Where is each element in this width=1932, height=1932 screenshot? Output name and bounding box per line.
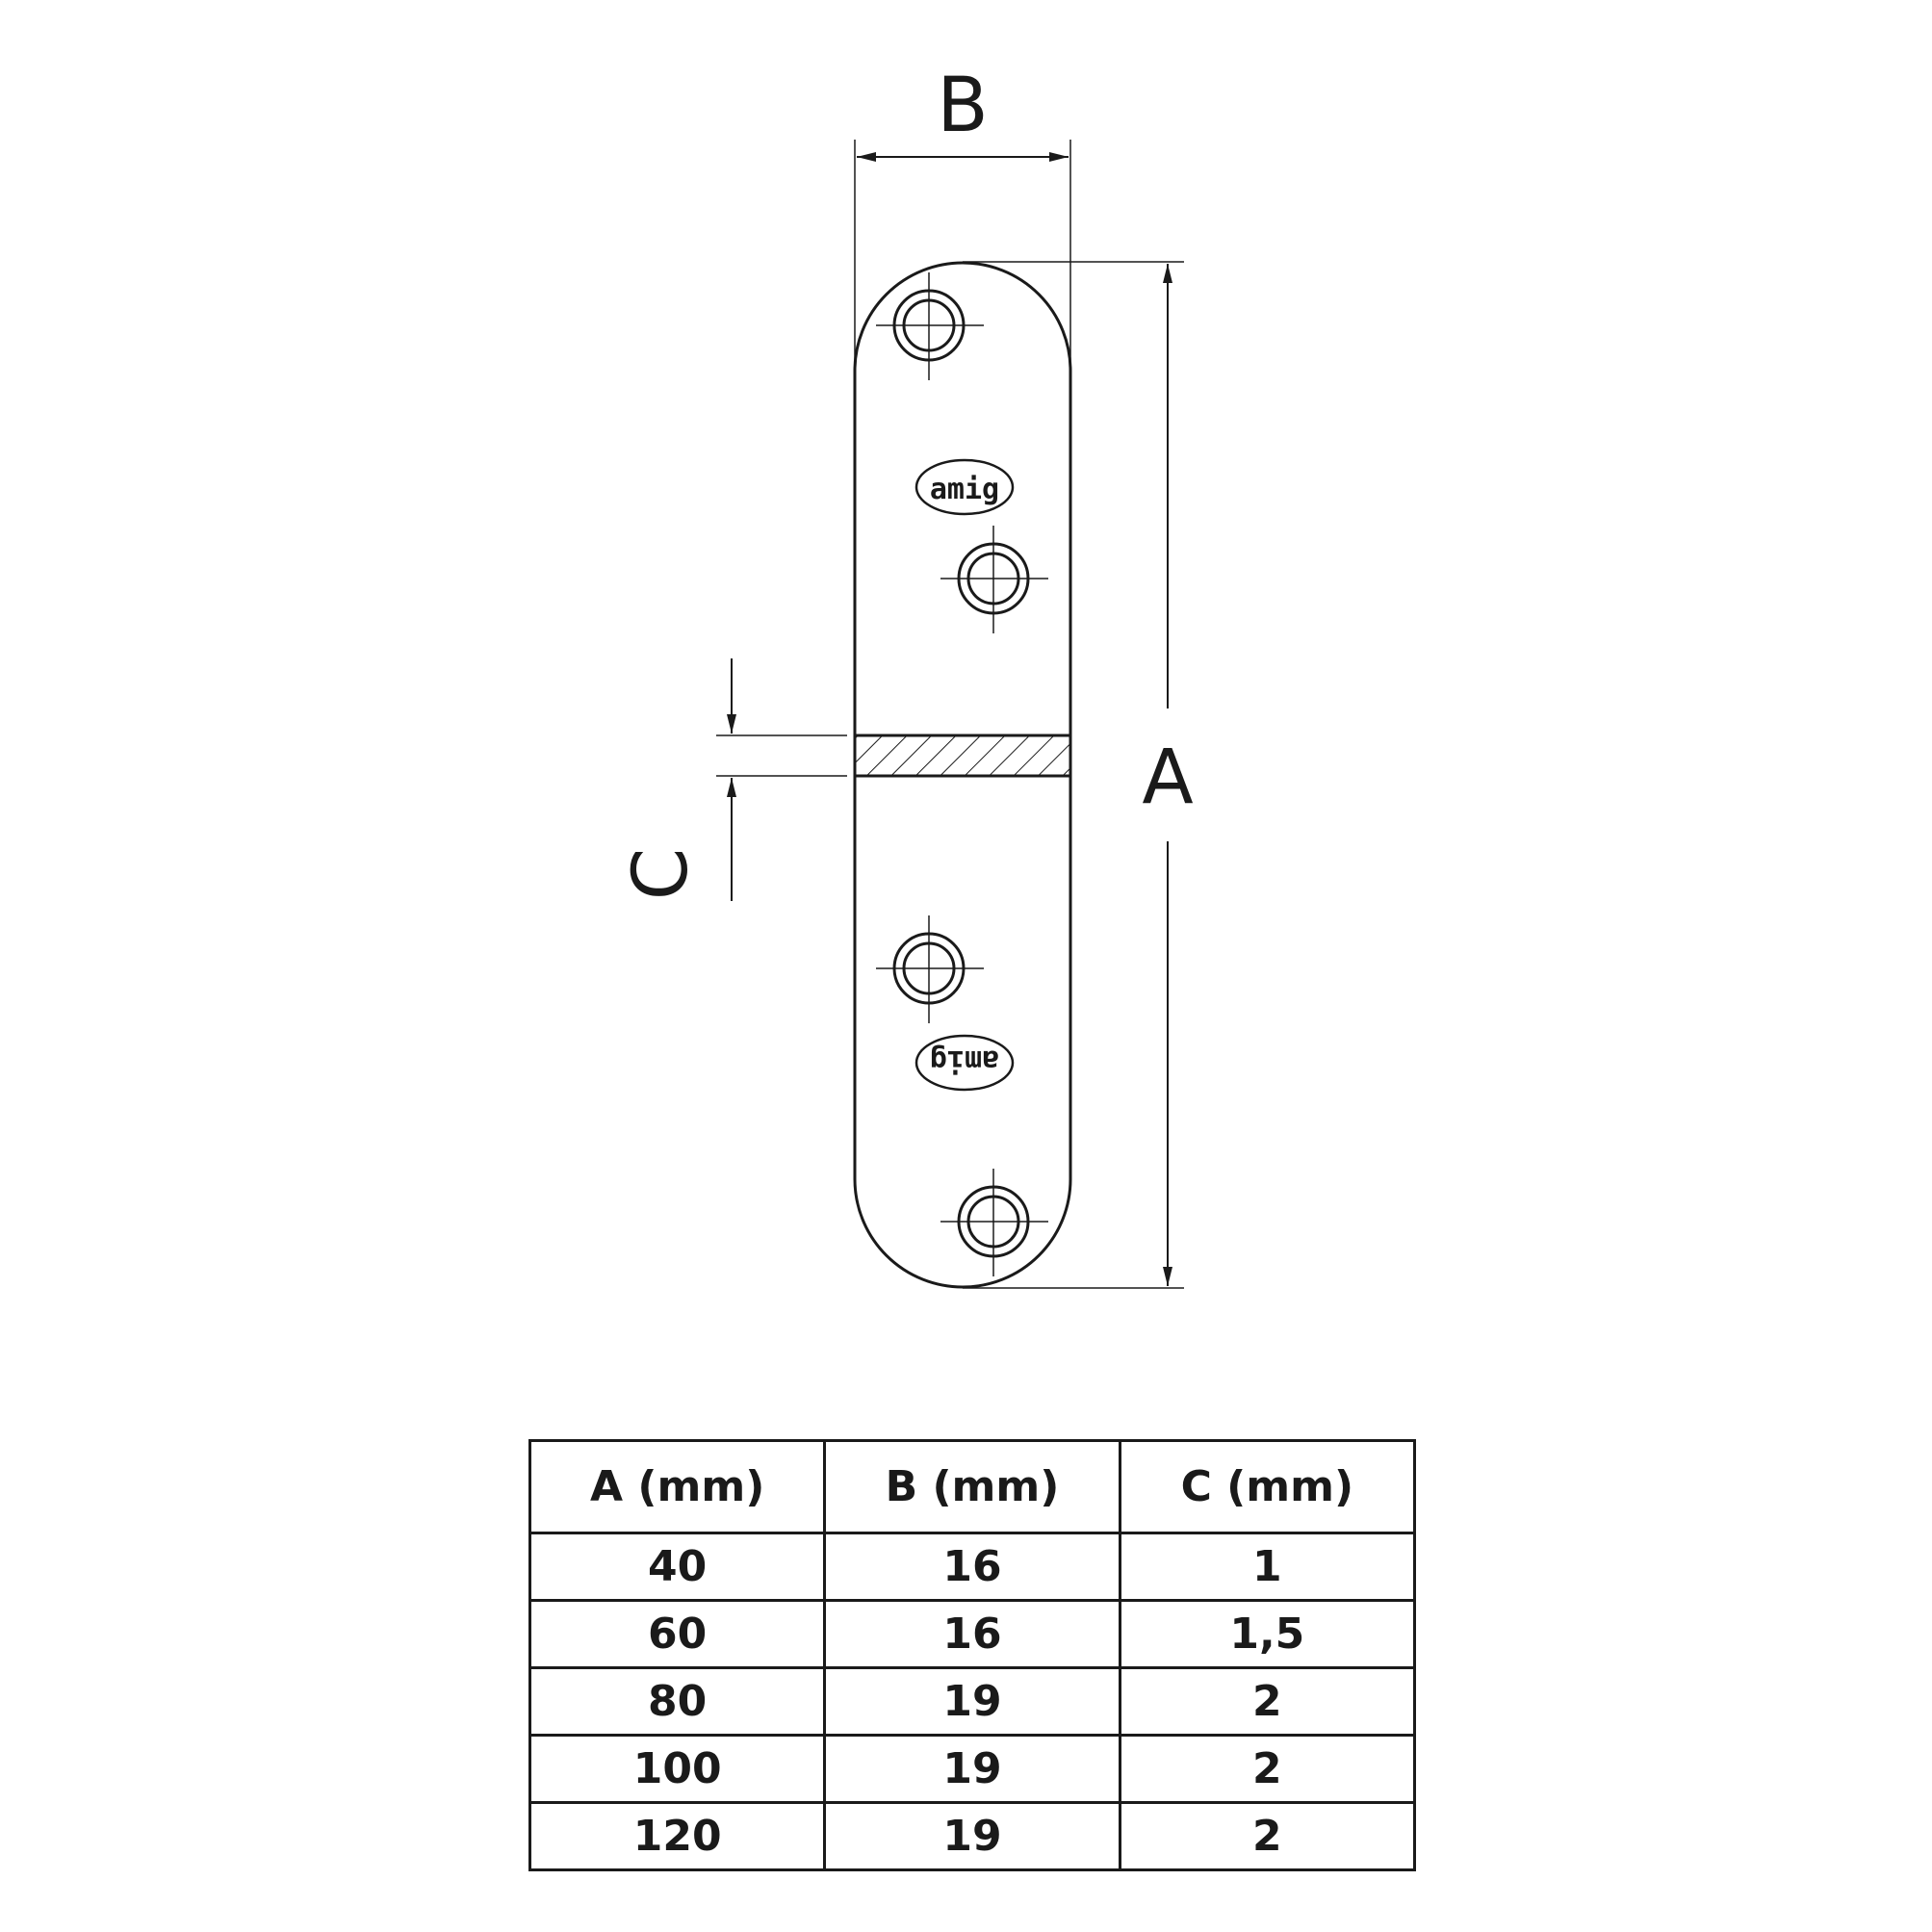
table-row: 60 16 1,5: [528, 1599, 1417, 1669]
table-header-row: A (mm) B (mm) C (mm): [528, 1439, 1417, 1534]
column-header-c: C (mm): [1118, 1439, 1417, 1534]
screw-hole: [940, 1169, 1048, 1276]
dimension-c: [716, 658, 847, 901]
dimensions-table: A (mm) B (mm) C (mm) 40 16 1 60 16 1,5 8…: [528, 1439, 1417, 1871]
column-header-b: B (mm): [823, 1439, 1121, 1534]
table-cell: 100: [528, 1734, 827, 1804]
table-cell: 80: [528, 1666, 827, 1737]
table-cell: 16: [823, 1532, 1121, 1602]
table-cell: 19: [823, 1734, 1121, 1804]
dimension-b-label: B: [937, 63, 989, 149]
dimension-c-label: C: [618, 848, 705, 900]
table-row: 100 19 2: [528, 1734, 1417, 1804]
table-row: 80 19 2: [528, 1666, 1417, 1737]
table-row: 40 16 1: [528, 1532, 1417, 1602]
svg-text:amig: amig: [930, 1043, 999, 1077]
table-cell: 2: [1118, 1801, 1417, 1871]
table-cell: 1,5: [1118, 1599, 1417, 1669]
table-cell: 40: [528, 1532, 827, 1602]
dimension-b: [854, 140, 1071, 366]
table-cell: 60: [528, 1599, 827, 1669]
table-cell: 16: [823, 1599, 1121, 1669]
hinge-leaf-outline: [853, 261, 1072, 1289]
table-cell: 19: [823, 1801, 1121, 1871]
dimension-a: [963, 261, 1184, 1289]
table-cell: 19: [823, 1666, 1121, 1737]
table-cell: 1: [1118, 1532, 1417, 1602]
hinge-knuckle-section: [853, 734, 1072, 778]
table-cell: 2: [1118, 1734, 1417, 1804]
screw-hole: [876, 272, 984, 380]
dimension-a-label: A: [1142, 734, 1193, 821]
table-row: 120 19 2: [528, 1801, 1417, 1871]
column-header-a: A (mm): [528, 1439, 827, 1534]
screw-hole: [876, 915, 984, 1023]
table-cell: 2: [1118, 1666, 1417, 1737]
table-cell: 120: [528, 1801, 827, 1871]
screw-hole: [940, 526, 1048, 633]
brand-logo-stamp: amig: [914, 1034, 1015, 1092]
brand-logo-stamp: amig: [914, 458, 1015, 516]
svg-text:amig: amig: [930, 473, 999, 506]
